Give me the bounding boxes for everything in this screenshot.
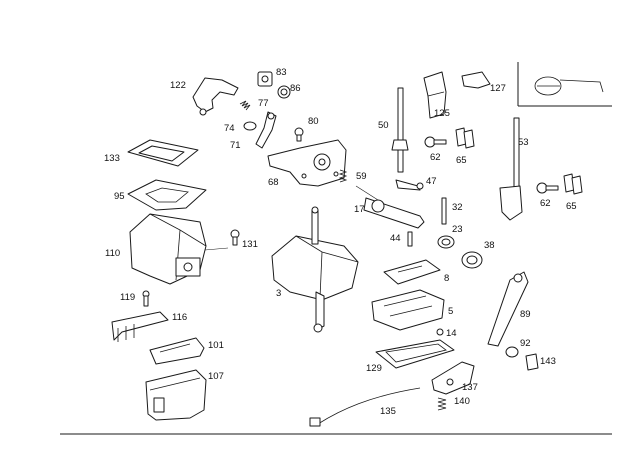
callout-label: 143 (540, 356, 556, 367)
callout-label: 116 (172, 312, 187, 323)
callout-label: 140 (454, 396, 470, 407)
part-3-shifter (271, 206, 359, 333)
callout-label: 122 (170, 80, 186, 91)
part-92-bushing (505, 346, 519, 358)
callout-label: 38 (484, 240, 495, 251)
callout-label: 62 (540, 198, 551, 209)
callout-label: 92 (520, 338, 531, 349)
part-32-pin (441, 197, 447, 225)
part-68-plate (267, 139, 347, 187)
part-77-spring (239, 100, 251, 111)
callout-label: 110 (105, 248, 120, 259)
part-135-cable (309, 387, 421, 427)
part-107-panel (145, 369, 207, 421)
part-65-bracket (563, 173, 583, 195)
part-119-screw (142, 290, 150, 307)
callout-label: 137 (462, 382, 478, 393)
ring-tool-icon (534, 76, 604, 96)
callout-label: 131 (242, 239, 258, 250)
part-17-shaft (355, 185, 425, 229)
part-125-knob (423, 71, 447, 119)
part-95-gate-plate (127, 179, 207, 211)
part-44-pin (407, 231, 413, 247)
callout-label: 95 (114, 191, 125, 202)
callout-label: 65 (456, 155, 467, 166)
callout-label: 62 (430, 152, 441, 163)
callout-label: 3 (276, 288, 281, 299)
part-59-spring (338, 169, 348, 183)
part-5-frame (371, 289, 445, 331)
callout-label: 71 (230, 140, 241, 151)
part-65-bracket (455, 127, 475, 149)
callout-label: 86 (290, 83, 301, 94)
part-83-clip (257, 71, 273, 87)
part-38-ring (461, 251, 483, 269)
callout-label: 50 (378, 120, 389, 131)
legend-box (517, 62, 612, 107)
callout-label: 101 (208, 340, 224, 351)
callout-label: 44 (390, 233, 401, 244)
callout-label: 107 (208, 371, 224, 382)
callout-label: 89 (520, 309, 531, 320)
callout-label: 129 (366, 363, 382, 374)
part-140-spring (437, 397, 447, 411)
part-131-screw (204, 229, 240, 251)
callout-label: 119 (120, 292, 135, 303)
callout-label: 59 (356, 171, 367, 182)
callout-label: 65 (566, 201, 577, 212)
part-71-lever (255, 111, 277, 149)
part-62-screw (536, 182, 559, 194)
callout-label: 14 (446, 328, 457, 339)
part-116-clip (111, 311, 169, 342)
part-133-bezel (127, 139, 199, 167)
part-110-housing (129, 213, 207, 285)
part-8-carrier (383, 259, 441, 285)
part-101-switch (149, 337, 205, 365)
part-23-ring (437, 235, 455, 249)
part-129-frame (375, 339, 455, 369)
callout-label: 133 (104, 153, 120, 164)
callout-label: 5 (448, 306, 453, 317)
part-53-rod (499, 117, 523, 221)
part-86-bushing (277, 85, 291, 99)
callout-label: 68 (268, 177, 279, 188)
part-137-bracket (431, 361, 475, 395)
callout-label: 127 (490, 83, 506, 94)
part-122-bracket (192, 77, 239, 116)
callout-label: 47 (426, 176, 437, 187)
part-89-lever (487, 271, 529, 347)
callout-labels: 122 83 86 77 74 71 80 68 133 95 110 131 … (104, 67, 577, 417)
part-14-screw (436, 328, 444, 336)
callout-label: 125 (434, 108, 450, 119)
callout-label: 8 (444, 273, 449, 284)
callout-label: 74 (224, 123, 235, 134)
part-80-screw (294, 127, 304, 142)
callout-label: 53 (518, 137, 529, 148)
part-47-connector (395, 179, 424, 191)
callout-label: 17 (354, 204, 365, 215)
callout-label: 32 (452, 202, 463, 213)
callout-label: 135 (380, 406, 396, 417)
callout-label: 80 (308, 116, 319, 127)
part-143-clip (525, 353, 539, 371)
callout-label: 77 (258, 98, 269, 109)
part-127-insert (461, 71, 491, 89)
part-50-rod (391, 87, 409, 173)
callout-label: 83 (276, 67, 287, 78)
part-74-ring (243, 121, 257, 131)
callout-label: 23 (452, 224, 463, 235)
part-62-screw (424, 136, 447, 148)
